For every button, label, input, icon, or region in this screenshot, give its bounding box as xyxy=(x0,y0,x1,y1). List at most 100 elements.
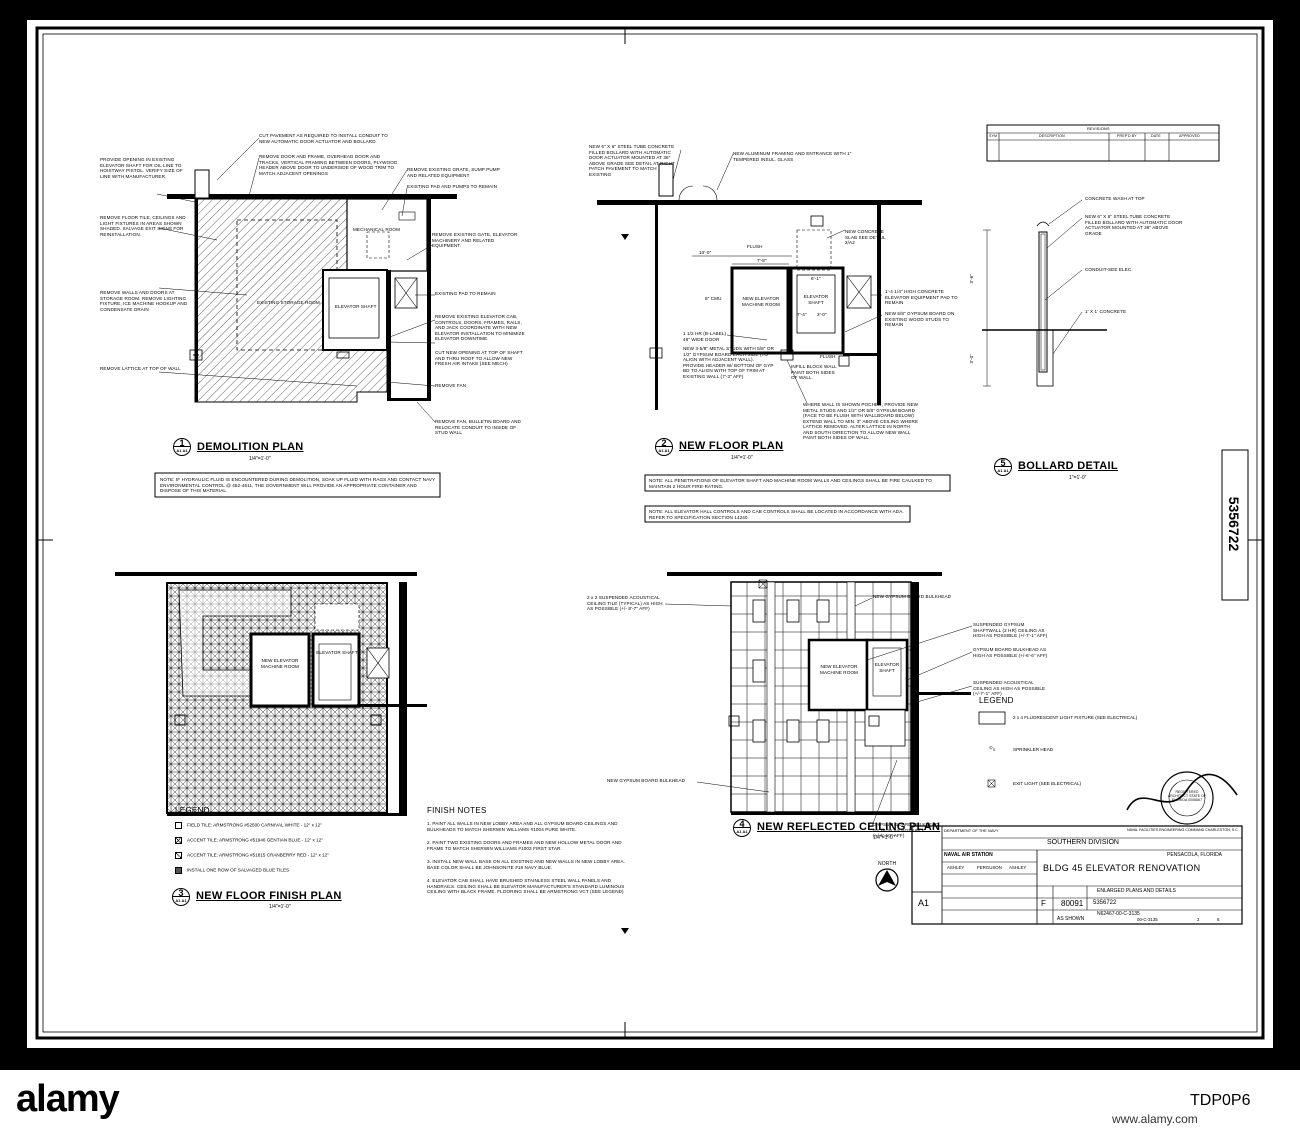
finish-scale: 1/4"=1'-0" xyxy=(269,904,291,910)
bollard-note-3: CONDUIT-SEE ELEC. xyxy=(1085,267,1133,272)
tb-location: PENSACOLA, FLORIDA xyxy=(1167,852,1223,858)
demo-note-right-6: CUT NEW OPENING AT TOP OF SHAFT AND THRU… xyxy=(435,350,523,366)
floor-note-box-1: NOTE: ALL PENETRATIONS OF ELEVATOR SHAFT… xyxy=(649,478,932,489)
ceiling-legend-title: LEGEND xyxy=(979,696,1014,705)
tb-name-1: ASHLEY xyxy=(947,865,965,870)
ceiling-legend-2: SPRINKLER HEAD xyxy=(1013,747,1054,752)
demo-note-right-3: REMOVE EXISTING GATE, ELEVATOR MACHINERY… xyxy=(432,232,518,248)
finish-note-4: 4. ELEVATOR CAB SHALL HAVE BRUSHED STAIN… xyxy=(427,878,625,894)
demo-note-4: REMOVE LATTICE AT TOP OF WALL xyxy=(100,366,181,371)
floor-dim-5: 3'-0" xyxy=(817,312,827,317)
finish-title: NEW FLOOR FINISH PLAN xyxy=(196,890,342,902)
finish-legend-2-text: ACCENT TILE: ARMSTRONG #51946 GENTIAN BL… xyxy=(187,837,323,843)
demo-note-2: REMOVE FLOOR TILE, CEILINGS AND LIGHT FI… xyxy=(100,215,186,237)
floor-dim-1: 10'-0" xyxy=(699,250,712,255)
floor-detail-number: 2 xyxy=(656,439,672,448)
finish-notes-title: FINISH NOTES xyxy=(427,806,487,815)
demo-room-storage: EXISTING STORAGE ROOM xyxy=(257,300,320,305)
salvaged-tile-swatch xyxy=(175,867,182,874)
red-tile-swatch xyxy=(175,852,182,859)
floor-dim-4: 6'-1" xyxy=(811,276,821,281)
tb-sheet-id: A1 xyxy=(918,898,930,908)
floor-note-box-2: NOTE: ALL ELEVATOR HALL CONTROLS AND CAB… xyxy=(649,509,904,520)
ceiling-detail-number: 4 xyxy=(734,820,750,829)
floor-note-7: 1 1/2 HR (B-LABEL) 48" WIDE DOOR xyxy=(683,331,727,342)
architect-stamp: REGISTERED ARCHITECT STATE OF FLORIDA 00… xyxy=(1167,790,1207,803)
demo-room-mechanical: MECHANICAL ROOM xyxy=(353,227,401,232)
tb-size: F xyxy=(1041,899,1046,908)
ceiling-note-5: SUSPENDED ACOUSTICAL CEILING AS HIGH AS … xyxy=(973,680,1046,696)
watermark-footer: alamy TDP0P6 www.alamy.com xyxy=(0,1070,1300,1134)
floor-dim-3: 8" CMU xyxy=(705,296,722,301)
side-drawing-number: 5356722 xyxy=(1226,496,1242,552)
ceiling-note-1: 2 x 2 SUSPENDED ACOUSTICAL CEILING TILE … xyxy=(587,595,663,611)
demo-note-right-8: REMOVE FAN, BULLETIN BOARD AND RELOCATE … xyxy=(435,419,521,435)
tb-spec: N62467-00-C-3135 xyxy=(1097,911,1140,917)
drawing-sheet: PROVIDE OPENING IN EXISTING ELEVATOR SHA… xyxy=(27,20,1273,1048)
tb-sheet: 2 xyxy=(1197,917,1200,922)
floor-note-9: INFILL BLOCK WALL PAINT BOTH SIDES OF WA… xyxy=(791,364,837,380)
tb-scale: AS SHOWN xyxy=(1057,916,1085,922)
image-code: TDP0P6 xyxy=(1190,1092,1251,1109)
finish-legend-3: ACCENT TILE: ARMSTRONG #51815 CRANBERRY … xyxy=(175,852,329,859)
bollard-detail-number: 5 xyxy=(995,459,1011,468)
paper: PROVIDE OPENING IN EXISTING ELEVATOR SHA… xyxy=(27,20,1273,1048)
floor-sheet-ref: A1 A1 xyxy=(658,448,670,453)
blue-tile-swatch xyxy=(175,837,182,844)
tb-sheet-title: ENLARGED PLANS AND DETAILS xyxy=(1097,888,1176,894)
bollard-dim-2: 3'-0" xyxy=(969,353,975,364)
finish-room-machine: NEW ELEVATOR MACHINE ROOM xyxy=(261,658,299,669)
demo-note-1: PROVIDE OPENING IN EXISTING ELEVATOR SHA… xyxy=(100,157,183,179)
alamy-logo: alamy xyxy=(16,1078,120,1120)
finish-legend-1: FIELD TILE: ARMSTRONG #52500 CARNIVAL WH… xyxy=(175,822,322,829)
revisions-col-prep: PREP'D BY xyxy=(1117,134,1137,138)
ceiling-title: NEW REFLECTED CEILING PLAN xyxy=(757,821,941,833)
demo-title: DEMOLITION PLAN xyxy=(197,441,304,453)
tb-project: BLDG 45 ELEVATOR RENOVATION xyxy=(1043,863,1201,873)
demo-note-right-7: REMOVE FAN xyxy=(435,383,467,388)
finish-legend-4-text: INSTALL ONE ROW OF SALVAGED BLUE TILES xyxy=(187,867,290,873)
ceiling-sheet-ref: A1 A1 xyxy=(736,829,748,834)
finish-legend-title: LEGEND xyxy=(175,806,210,815)
ceiling-room-shaft: ELEVATOR SHAFT xyxy=(874,662,900,673)
floor-dim-2: 7'-8" xyxy=(757,258,767,263)
revisions-col-desc: DESCRIPTION xyxy=(1039,134,1065,138)
ceiling-note-3: SUSPENDED GYPSUM SHAFTWALL (2 HR) CEILIN… xyxy=(973,622,1048,638)
field-tile-swatch xyxy=(175,822,182,829)
revisions-col-approved: APPROVED xyxy=(1179,134,1200,138)
tb-drawing-no: 5356722 xyxy=(1093,900,1117,906)
sprinkler-icon: ⊙S xyxy=(989,745,996,752)
ceiling-note-4: GYPSUM BOARD BULKHEAD AS HIGH AS POSSIBL… xyxy=(973,647,1048,658)
floor-room-shaft: ELEVATOR SHAFT xyxy=(803,294,829,305)
inner-border xyxy=(35,26,1265,1040)
site-url: www.alamy.com xyxy=(1112,1112,1198,1126)
demo-note-right-1: REMOVE EXISTING GRATE, SUMP PUMP AND REL… xyxy=(407,167,500,178)
demo-note-right-4: EXISTING PAD TO REMAIN xyxy=(435,291,496,296)
finish-note-1: 1. PAINT ALL WALLS IN NEW LOBBY AREA AND… xyxy=(427,821,618,832)
revisions-col-date: DATE xyxy=(1151,134,1161,138)
tb-dept: DEPARTMENT OF THE NAVY xyxy=(944,828,999,833)
floor-title: NEW FLOOR PLAN xyxy=(679,440,784,452)
finish-room-shaft: ELEVATOR SHAFT xyxy=(316,650,358,655)
ceiling-note-7: GYPSUM BOARD BULKHEAD AS HIGH AS POSSIBL… xyxy=(873,822,939,838)
floor-scale: 1/4"=1'-0" xyxy=(731,455,753,461)
bollard-note-4: 1' X 1' CONCRETE xyxy=(1085,309,1127,314)
bollard-sheet-ref: A1 A1 xyxy=(997,468,1009,473)
tb-of: 6 xyxy=(1217,917,1220,922)
ceiling-scale: 1/4"=1'-0" xyxy=(873,835,895,841)
bollard-scale: 1"=1'-0" xyxy=(1069,475,1087,481)
floor-note-1: NEW 6" X 6" STEEL TUBE CONCRETE FILLED B… xyxy=(589,144,675,177)
finish-legend-3-text: ACCENT TILE: ARMSTRONG #51815 CRANBERRY … xyxy=(187,852,329,858)
tb-station: NAVAL AIR STATION xyxy=(944,852,993,858)
demo-note-box: NOTE: IF HYDRAULIC FLUID IS ENCOUNTERED … xyxy=(160,477,436,493)
drawing-frame xyxy=(42,33,1258,1033)
finish-note-3: 3. INSTALL NEW WALL BASE ON ALL EXISTING… xyxy=(427,859,625,870)
tb-command: NAVAL FACILITIES ENGINEERING COMMAND CHA… xyxy=(1127,828,1239,832)
finish-note-2: 2. PAINT TWO EXISTING DOORS AND FRAMES A… xyxy=(427,840,622,851)
demo-scale: 1/4"=1'-0" xyxy=(249,456,271,462)
demo-note-top-1: CUT PAVEMENT AS REQUIRED TO INSTALL COND… xyxy=(259,133,388,144)
